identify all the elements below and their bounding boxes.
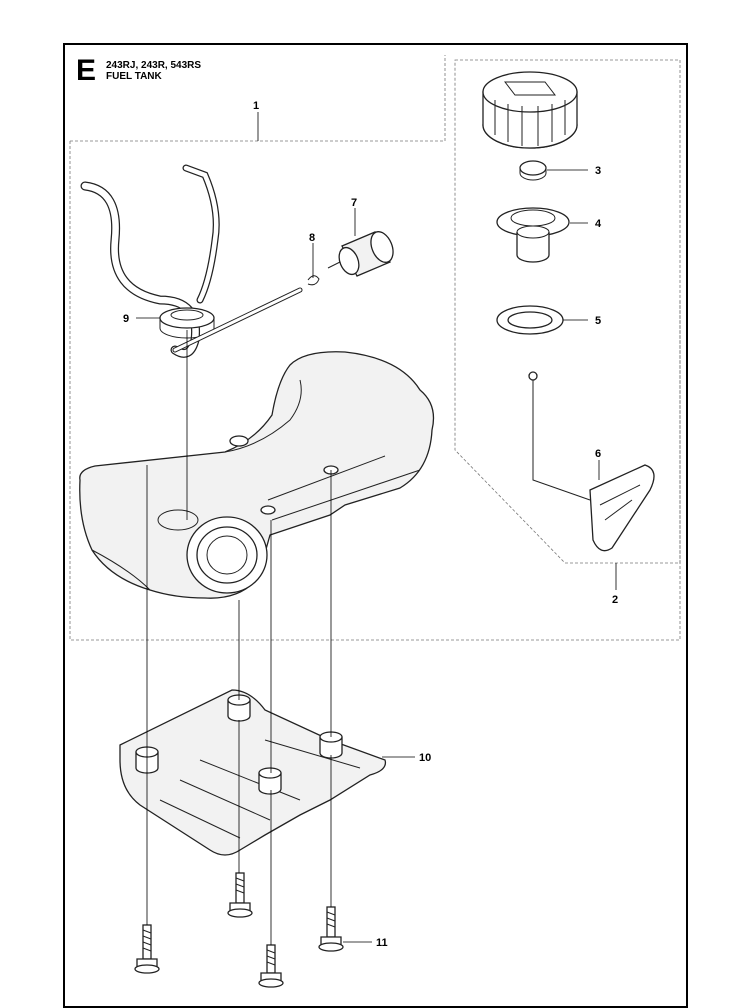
fuel-cap bbox=[482, 71, 578, 149]
breather-tube bbox=[172, 287, 303, 353]
callout-7: 7 bbox=[351, 197, 357, 209]
callout-leaders bbox=[136, 112, 617, 943]
callout-3: 3 bbox=[595, 165, 601, 177]
callout-9: 9 bbox=[123, 313, 129, 325]
tank-guard bbox=[119, 689, 387, 856]
tank-vent-valve bbox=[327, 231, 394, 277]
callout-1: 1 bbox=[253, 100, 259, 112]
page-frame bbox=[63, 43, 688, 1008]
group-box-tank bbox=[69, 55, 681, 641]
callout-8: 8 bbox=[309, 232, 315, 244]
callout-6: 6 bbox=[595, 448, 601, 460]
section-letter: E bbox=[76, 54, 97, 87]
screw-a bbox=[134, 924, 160, 974]
callout-5: 5 bbox=[595, 315, 601, 327]
model-numbers: 243RJ, 243R, 543RS bbox=[106, 60, 202, 71]
fuel-tank bbox=[79, 351, 435, 599]
diagram-title: FUEL TANK bbox=[106, 71, 162, 82]
cap-gasket-ring bbox=[496, 305, 564, 335]
screw-c bbox=[258, 944, 284, 988]
group-box-cap bbox=[454, 59, 681, 564]
callout-4: 4 bbox=[595, 218, 602, 230]
callout-2: 2 bbox=[612, 594, 618, 606]
screw-d bbox=[318, 906, 344, 952]
fuel-filter-strap bbox=[528, 371, 655, 552]
cap-washer bbox=[519, 160, 547, 181]
alignment-lines bbox=[146, 330, 332, 945]
hose-clip bbox=[307, 275, 320, 286]
callout-11: 11 bbox=[376, 937, 388, 949]
guard-boss-center bbox=[258, 767, 282, 795]
cap-valve bbox=[496, 207, 570, 263]
callout-10: 10 bbox=[419, 752, 431, 764]
screw-b bbox=[227, 872, 253, 918]
fuel-hoses bbox=[80, 164, 220, 358]
